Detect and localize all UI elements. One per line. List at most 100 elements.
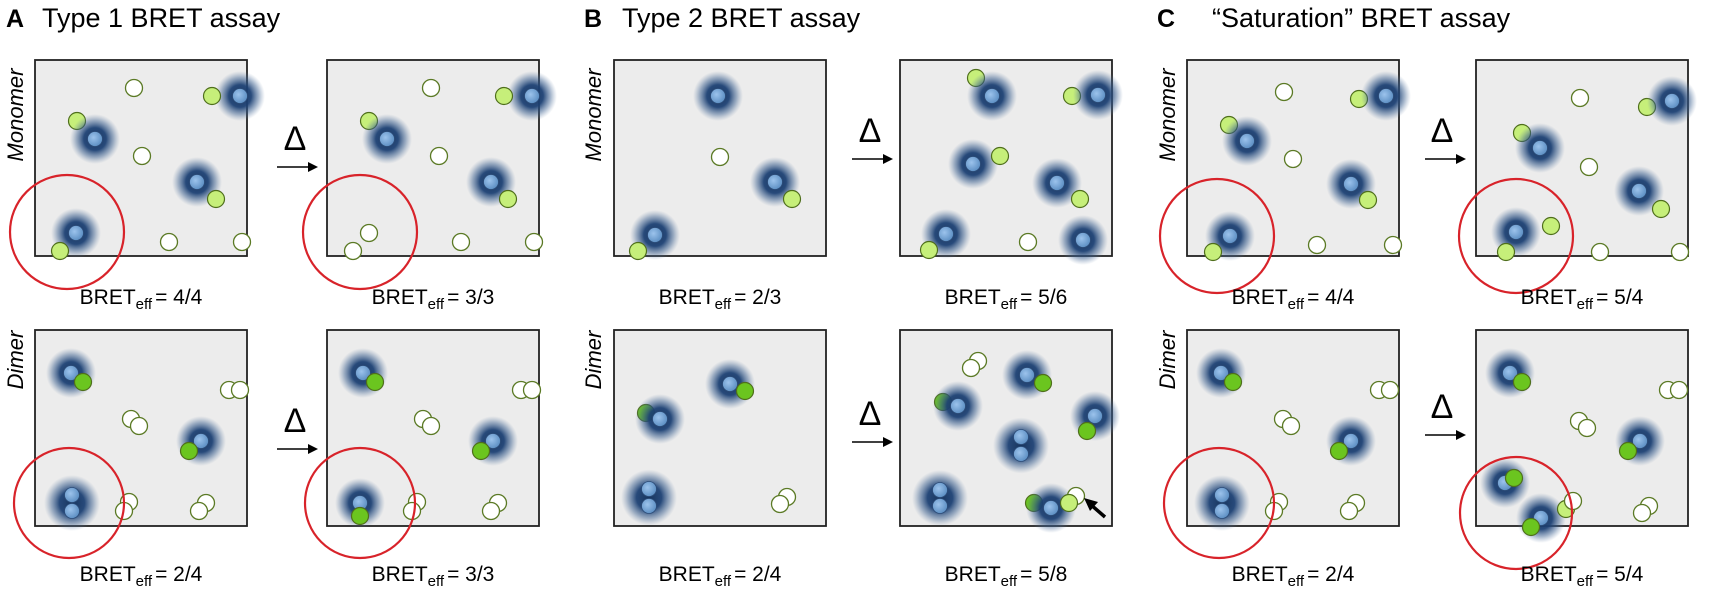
- donor-icon: [64, 503, 80, 519]
- donor-icon: [355, 365, 371, 381]
- empty-acceptor-icon: [421, 416, 441, 436]
- section-letter-c: C: [1157, 5, 1175, 33]
- empty-acceptor-icon: [402, 501, 422, 521]
- acceptor-icon: [498, 189, 518, 209]
- arrow-icon: Δ: [852, 112, 893, 164]
- acceptor-icon: [735, 381, 755, 401]
- empty-acceptor-icon: [1281, 416, 1301, 436]
- donor-icon: [950, 398, 966, 414]
- donor-icon: [1239, 133, 1255, 149]
- donor-icon: [1214, 487, 1230, 503]
- empty-acceptor-icon: [1018, 232, 1038, 252]
- empty-acceptor-icon: [429, 146, 449, 166]
- donor-icon: [63, 365, 79, 381]
- empty-acceptor-icon: [1283, 149, 1303, 169]
- donor-icon: [1013, 446, 1029, 462]
- donor-icon: [965, 156, 981, 172]
- empty-acceptor-icon: [1632, 503, 1652, 523]
- donor-glow-icon: [993, 417, 1049, 474]
- empty-acceptor-icon: [359, 223, 379, 243]
- donor-icon: [87, 131, 103, 147]
- empty-acceptor-icon: [1579, 157, 1599, 177]
- acceptor-icon: [73, 372, 93, 392]
- highlight-circle-a-dimer-before: [12, 446, 126, 560]
- donor-icon: [485, 433, 501, 449]
- empty-acceptor-icon: [1339, 501, 1359, 521]
- delta-icon: Δ: [1431, 112, 1454, 150]
- row-label-dimer-a: Dimer: [3, 329, 28, 389]
- acceptor-icon: [1651, 199, 1671, 219]
- donor-icon: [767, 174, 783, 190]
- empty-acceptor-icon: [343, 241, 363, 261]
- arrow-icon: Δ: [1425, 112, 1466, 164]
- empty-acceptor-icon: [1669, 380, 1689, 400]
- bret-label-b-dimer-before: BRETeff= 2/4: [659, 563, 782, 590]
- highlight-circle-a-mono-before: [8, 173, 126, 291]
- donor-icon: [1222, 228, 1238, 244]
- bret-label-c-mono-after: BRETeff= 5/4: [1521, 286, 1644, 313]
- acceptor-icon: [1077, 421, 1097, 441]
- acceptor-icon: [919, 240, 939, 260]
- empty-acceptor-icon: [124, 78, 144, 98]
- acceptor-icon: [365, 372, 385, 392]
- empty-acceptor-icon: [1590, 242, 1610, 262]
- bret-label-a-mono-before: BRETeff= 4/4: [80, 286, 203, 313]
- delta-icon: Δ: [1431, 388, 1454, 426]
- bret-label-a-dimer-after: BRETeff= 3/3: [372, 563, 495, 590]
- empty-acceptor-icon: [1307, 235, 1327, 255]
- bret-label-a-dimer-before: BRETeff= 2/4: [80, 563, 203, 590]
- donor-icon: [1019, 367, 1035, 383]
- donor-glow-icon: [912, 470, 968, 526]
- bret-labels: BRETeff= 4/4 BRETeff= 3/3 BRETeff= 2/4 B…: [80, 286, 1644, 590]
- empty-acceptor-icon: [159, 232, 179, 252]
- donor-icon: [379, 131, 395, 147]
- donor-icon: [932, 482, 948, 498]
- donor-icon: [193, 433, 209, 449]
- acceptor-icon: [350, 506, 370, 526]
- arrow-icon: Δ: [1425, 388, 1466, 440]
- arrow-icon: Δ: [852, 395, 893, 447]
- donor-icon: [1664, 93, 1680, 109]
- acceptor-icon: [1329, 441, 1349, 461]
- acceptor-icon: [1618, 441, 1638, 461]
- acceptor-icon: [206, 189, 226, 209]
- highlight-circle-a-dimer-after: [303, 446, 417, 560]
- donor-icon: [1508, 224, 1524, 240]
- donor-icon: [64, 487, 80, 503]
- bret-label-b-mono-after: BRETeff= 5/6: [945, 286, 1068, 313]
- section-title-b: Type 2 BRET assay: [622, 3, 861, 33]
- empty-acceptor-icon: [770, 494, 790, 514]
- acceptor-icon: [1203, 242, 1223, 262]
- arrow-icon: Δ: [277, 402, 318, 454]
- pointer-arrow-icon: [1084, 498, 1107, 519]
- empty-acceptor-icon: [132, 146, 152, 166]
- donor-icon: [641, 498, 657, 514]
- bret-label-a-mono-after: BRETeff= 3/3: [372, 286, 495, 313]
- delta-icon: Δ: [859, 395, 882, 433]
- donor-icon: [1013, 429, 1029, 445]
- row-label-monomer-a: Monomer: [3, 67, 28, 162]
- donor-glow-icon: [621, 469, 677, 526]
- bret-label-c-dimer-after: BRETeff= 5/4: [1521, 563, 1644, 590]
- delta-icon: Δ: [859, 112, 882, 150]
- molecules-layer: [44, 68, 1697, 543]
- donor-icon: [1502, 365, 1518, 381]
- empty-acceptor-icon: [451, 232, 471, 252]
- arrow-icon: Δ: [277, 120, 318, 172]
- highlight-circle-c-mono-after: [1457, 177, 1575, 295]
- highlight-circles: [8, 173, 1575, 571]
- acceptor-icon: [782, 189, 802, 209]
- section-letter-b: B: [584, 5, 602, 33]
- donor-icon: [710, 88, 726, 104]
- donor-icon: [1213, 365, 1229, 381]
- empty-acceptor-icon: [1570, 88, 1590, 108]
- donor-icon: [722, 376, 738, 392]
- donor-icon: [524, 88, 540, 104]
- donor-icon: [1075, 232, 1091, 248]
- donor-icon: [984, 88, 1000, 104]
- donor-icon: [1090, 87, 1106, 103]
- acceptor-icon: [1512, 372, 1532, 392]
- delta-icon: Δ: [284, 402, 307, 440]
- donor-icon: [68, 225, 84, 241]
